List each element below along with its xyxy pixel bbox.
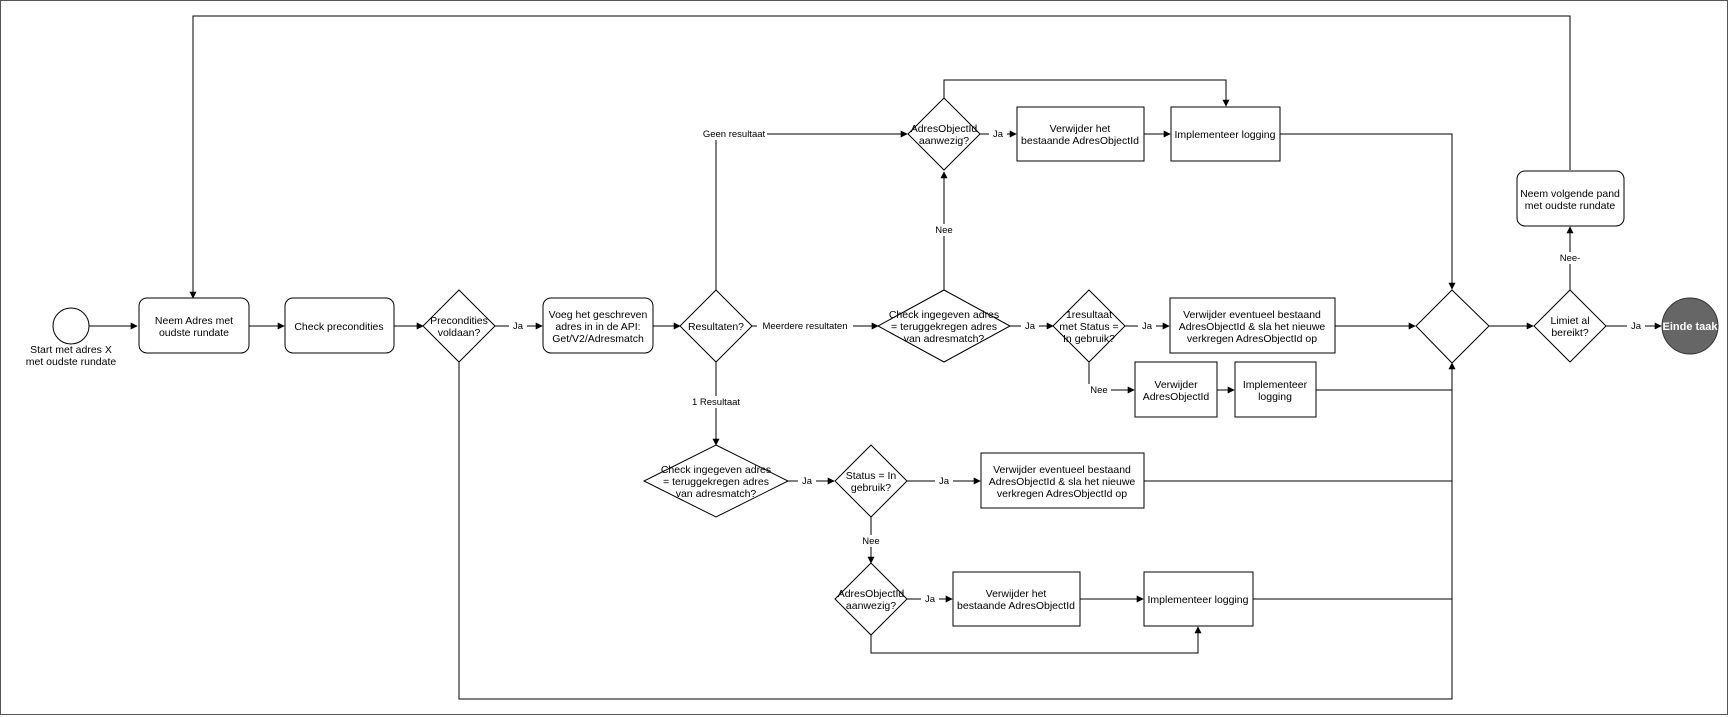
gateway-merge	[1415, 289, 1490, 364]
label-nee-status-low: Nee	[862, 536, 879, 547]
task-check-precondities-label: Check precondities	[294, 321, 383, 333]
edge-aoidbottom-bypass	[870, 626, 1202, 654]
edge-precond-nee-to-merge	[458, 362, 1456, 700]
gateway-check-low-label: Check ingegeven adres= teruggekregen adr…	[661, 464, 771, 500]
start-event	[52, 307, 90, 345]
task-logging-top-label: Implementeer logging	[1175, 129, 1276, 141]
gateway-check-low: Check ingegeven adres= teruggekregen adr…	[642, 444, 790, 518]
task-logging-bottom-label: Implementeer logging	[1148, 594, 1249, 606]
end-label: Einde taak	[1662, 321, 1718, 333]
edge-volgende-loop	[189, 15, 1571, 299]
edge-aoidtop-bypass	[943, 79, 1230, 107]
label-ja-check-mid: Ja	[1025, 321, 1036, 332]
task-logging-top: Implementeer logging	[1170, 106, 1281, 162]
edge-labels: Ja Geen resultaat Meerdere resultaten 1 …	[509, 128, 1645, 605]
edge-resultaten-geen	[715, 130, 908, 290]
edge-loggingtop-to-merge	[1280, 133, 1456, 290]
task-logging-bottom: Implementeer logging	[1143, 571, 1254, 627]
label-nee-check-mid: Nee	[935, 225, 952, 236]
label-ja-check-low: Ja	[802, 476, 813, 487]
label-nee-limiet: Nee-	[1560, 253, 1581, 264]
label-een-resultaat: 1 Resultaat	[692, 397, 740, 408]
gateway-check-mid-label: Check ingegeven adres= teruggekregen adr…	[889, 309, 999, 345]
task-check-precondities: Check precondities	[284, 297, 395, 354]
end-event	[1661, 297, 1719, 355]
label-meerdere-resultaten: Meerdere resultaten	[762, 321, 847, 332]
label-ja-precondities: Ja	[513, 321, 524, 332]
label-geen-resultaat: Geen resultaat	[703, 129, 766, 140]
gateway-resultaten: Resultaten?	[679, 289, 753, 363]
label-ja-status-low: Ja	[939, 476, 950, 487]
label-ja-status-mid: Ja	[1142, 321, 1153, 332]
label-ja-limiet: Ja	[1631, 321, 1642, 332]
label-nee-status-mid: Nee	[1090, 385, 1107, 396]
label-ja-aoid-bottom: Ja	[925, 594, 936, 605]
gateway-check-mid: Check ingegeven adres= teruggekregen adr…	[876, 289, 1012, 363]
gateway-resultaten-label: Resultaten?	[688, 321, 744, 333]
label-ja-aoid-top: Ja	[993, 129, 1004, 140]
